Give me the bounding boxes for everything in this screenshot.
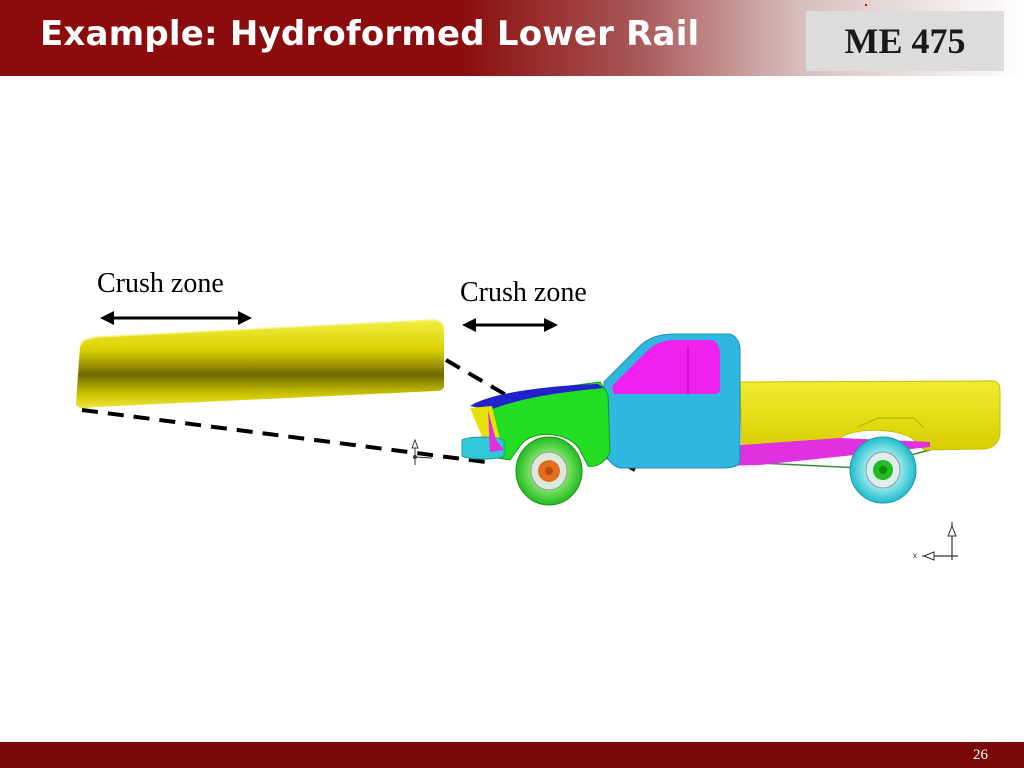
- hydroformed-rail: [76, 319, 445, 409]
- crush-zone-arrow-left: [100, 311, 252, 325]
- axis-triad-small: [411, 438, 433, 465]
- truck-hood: [470, 384, 604, 410]
- slide-footer: 26: [0, 742, 1024, 768]
- axis-label-x: x: [913, 551, 917, 560]
- pickup-truck-model: [461, 333, 1001, 506]
- course-badge: ME 475: [806, 11, 1004, 71]
- header-dot: [865, 4, 867, 6]
- crush-zone-arrow-right: [462, 318, 558, 332]
- truck-bed: [739, 380, 1001, 451]
- rear-wheel: [849, 436, 917, 504]
- slide-header: Example: Hydroformed Lower Rail ME 475: [0, 0, 1024, 76]
- front-wheel: [515, 436, 583, 506]
- axis-triad: x: [913, 522, 958, 561]
- slide-title: Example: Hydroformed Lower Rail: [40, 14, 700, 54]
- page-number: 26: [973, 747, 988, 763]
- crush-zone-label-left: Crush zone: [97, 268, 224, 299]
- truck-window: [612, 340, 720, 394]
- crush-zone-label-right: Crush zone: [460, 277, 587, 308]
- course-label: ME 475: [844, 21, 966, 61]
